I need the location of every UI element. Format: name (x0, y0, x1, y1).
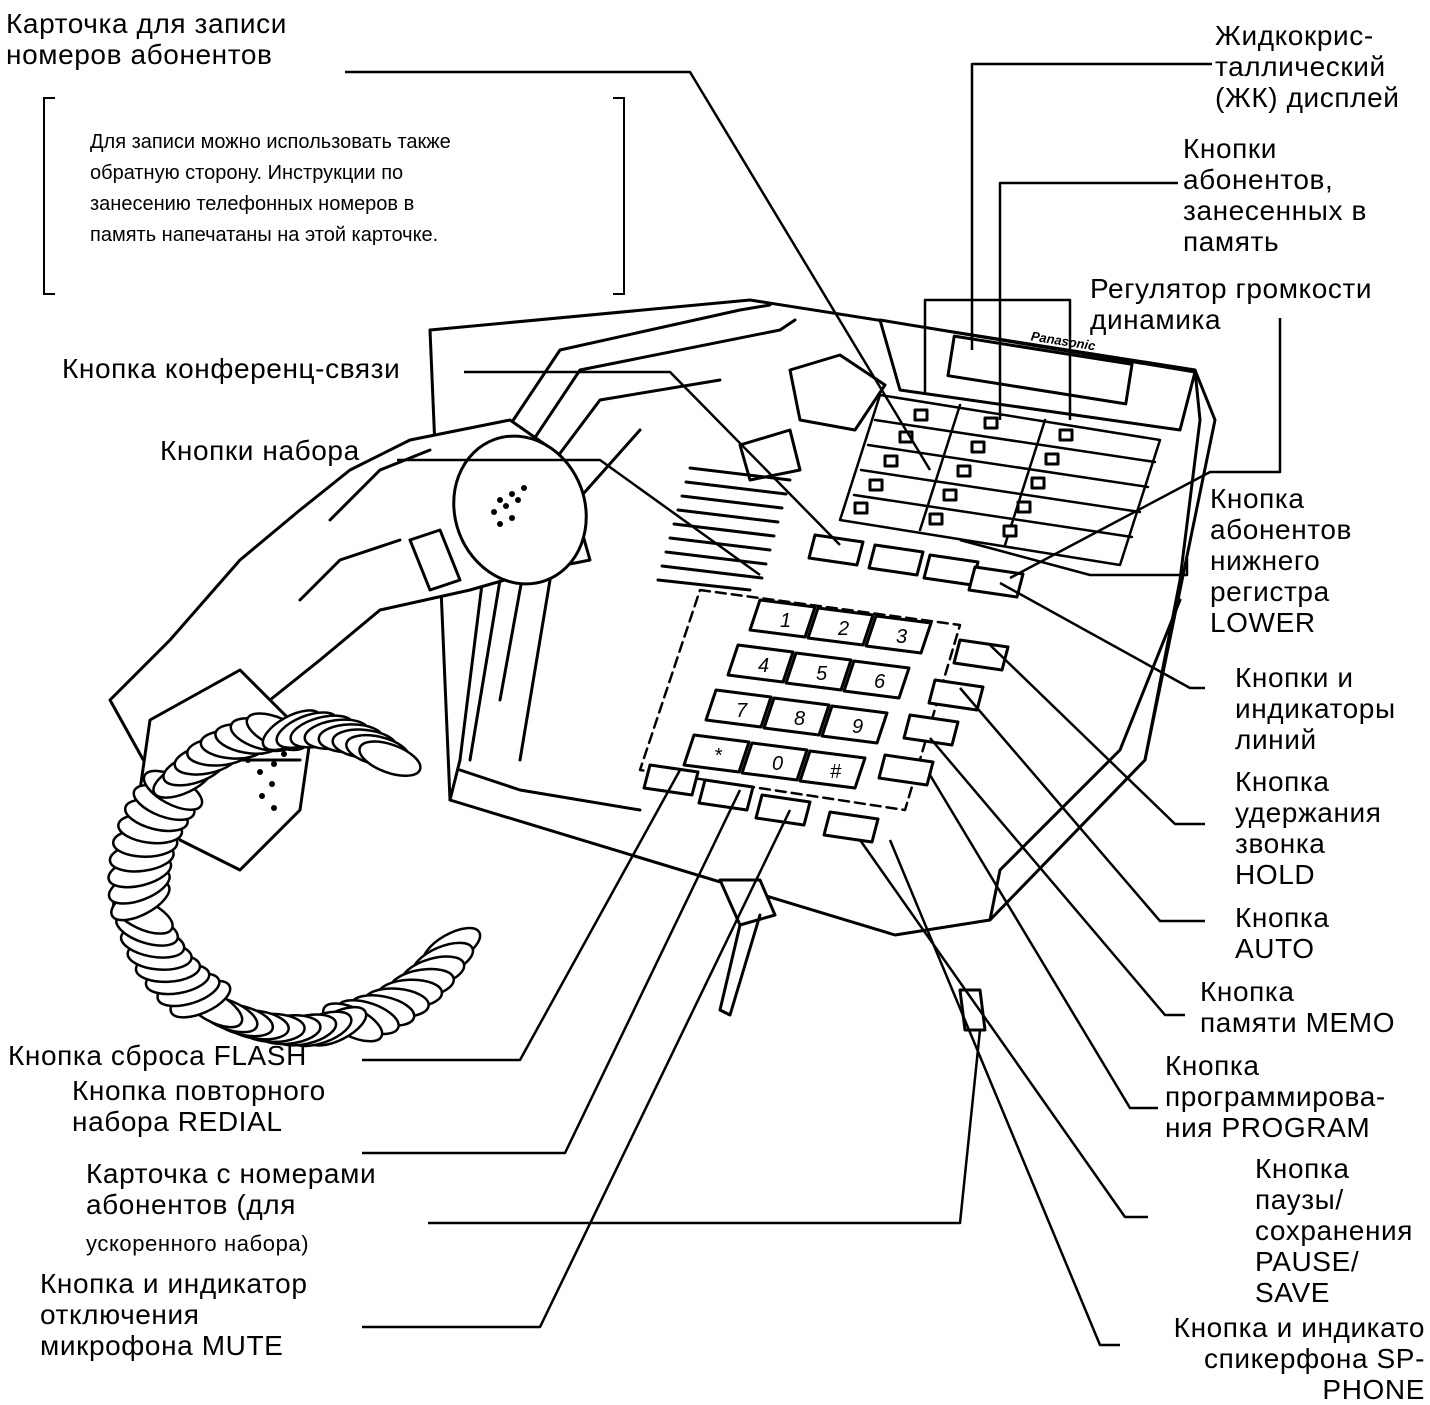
function-button[interactable] (699, 780, 753, 810)
dial-key-label: 3 (896, 626, 907, 648)
function-button[interactable] (879, 755, 933, 785)
function-button[interactable] (869, 545, 923, 575)
memory-button-indicator[interactable] (1060, 430, 1072, 440)
memory-button-indicator[interactable] (885, 456, 897, 466)
dial-key-label: 8 (794, 708, 805, 730)
function-button[interactable] (924, 555, 978, 585)
label-conference: Кнопка конференц-связи (62, 353, 401, 384)
dial-key-label: * (714, 745, 723, 767)
label-speed-card-1: Карточка с номерами абонентов (для (86, 1158, 377, 1220)
dial-key[interactable]: 2 (808, 608, 873, 645)
speed-dial-card (720, 880, 985, 1030)
function-button[interactable] (904, 715, 958, 745)
earpiece (433, 417, 606, 602)
memory-button-indicator[interactable] (972, 442, 984, 452)
label-memo: Кнопка памяти MEMO (1200, 976, 1396, 1038)
memory-button-indicator[interactable] (1004, 526, 1016, 536)
label-mute: Кнопка и индикатор отключения микрофона … (40, 1268, 308, 1361)
dial-keypad: 1 2 3 4 5 6 7 8 9 * 0 # (684, 600, 931, 788)
function-button[interactable] (954, 640, 1008, 670)
dial-key-label: 0 (772, 753, 783, 775)
label-volume: Регулятор громкости динамика (1090, 273, 1373, 335)
function-button[interactable] (824, 812, 878, 842)
label-auto: Кнопка AUTO (1235, 902, 1330, 964)
dial-key[interactable]: 9 (822, 706, 887, 743)
label-speed-card-2: ускоренного набора) (86, 1231, 310, 1256)
memory-button-indicator[interactable] (944, 490, 956, 500)
memory-card (840, 395, 1160, 565)
label-memory-buttons: Кнопки абонентов, занесенных в память (1183, 133, 1367, 257)
label-redial: Кнопка повторного набора REDIAL (72, 1075, 326, 1137)
dial-key[interactable]: 3 (866, 616, 931, 653)
label-card-record: Карточка для записи номеров абонентов (6, 8, 287, 70)
dial-key[interactable]: # (800, 751, 865, 788)
function-button[interactable] (929, 680, 983, 710)
dial-key-label: 4 (758, 655, 769, 677)
dial-key[interactable]: * (684, 735, 749, 772)
cord-coil (355, 735, 425, 783)
coiled-cord (104, 702, 486, 1053)
label-program: Кнопка программирова- ния PROGRAM (1165, 1050, 1386, 1143)
note-bracket-right (613, 97, 625, 295)
label-lines: Кнопки и индикаторы линий (1235, 662, 1396, 755)
dial-key-label: 2 (837, 618, 849, 640)
memory-button-indicator[interactable] (958, 466, 970, 476)
memory-button-indicator[interactable] (1032, 478, 1044, 488)
memory-button-indicator[interactable] (915, 410, 927, 420)
memory-button-indicator[interactable] (985, 418, 997, 428)
label-hold: Кнопка удержания звонка HOLD (1235, 766, 1382, 890)
memory-button-indicator[interactable] (870, 480, 882, 490)
note-bracket-left (43, 97, 55, 295)
dial-key[interactable]: 5 (786, 653, 851, 690)
dial-key[interactable]: 0 (742, 743, 807, 780)
memory-button-indicator[interactable] (1018, 502, 1030, 512)
function-button[interactable] (644, 765, 698, 795)
label-pause: Кнопка паузы/ сохранения PAUSE/ SAVE (1255, 1153, 1414, 1308)
dial-key[interactable]: 4 (728, 645, 793, 682)
dial-key[interactable]: 1 (750, 600, 815, 637)
function-button[interactable] (809, 535, 863, 565)
dial-key-label: 7 (736, 700, 748, 722)
label-flash: Кнопка сброса FLASH (8, 1040, 307, 1071)
dial-key-label: 1 (780, 610, 791, 632)
hook-switch (790, 355, 885, 430)
label-dial-buttons: Кнопки набора (160, 435, 360, 466)
memory-button-indicator[interactable] (1046, 454, 1058, 464)
speaker-grille (658, 468, 790, 590)
label-spphone: Кнопка и индикато спикерфона SP- PHONE (1173, 1312, 1425, 1405)
function-button[interactable] (756, 795, 810, 825)
label-lcd: Жидкокрис- таллический (ЖК) дисплей (1215, 20, 1400, 113)
dial-key-label: 9 (852, 716, 863, 738)
card-note: Для записи можно использовать также обра… (90, 131, 451, 246)
dial-key-label: 6 (874, 671, 886, 693)
memory-button-indicator[interactable] (930, 514, 942, 524)
leader-lines (345, 64, 1280, 1345)
lcd-window (948, 336, 1132, 404)
dial-key[interactable]: 6 (844, 661, 909, 698)
dial-key[interactable]: 8 (764, 698, 829, 735)
dial-key[interactable]: 7 (706, 690, 771, 727)
label-lower: Кнопка абонентов нижнего регистра LOWER (1210, 483, 1353, 638)
dial-key-label: 5 (816, 663, 828, 685)
dial-key-label: # (830, 761, 842, 783)
memory-button-indicator[interactable] (855, 503, 867, 513)
